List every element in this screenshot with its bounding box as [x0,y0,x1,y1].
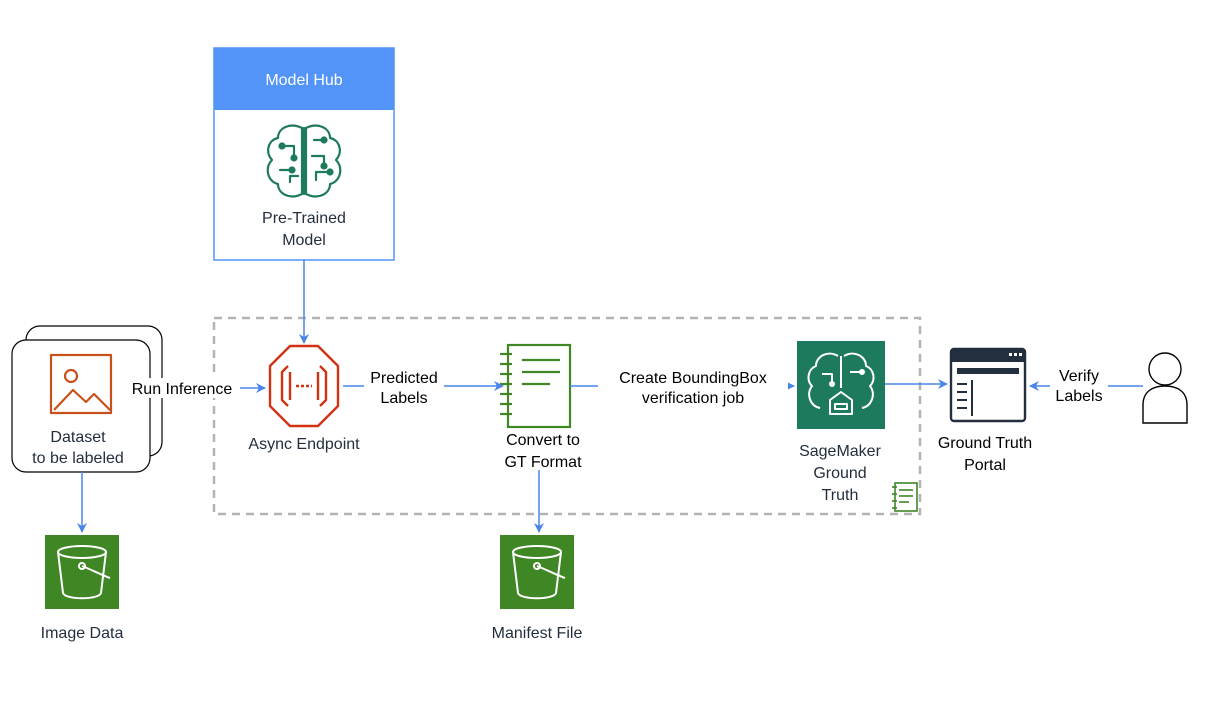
verify-labels-bg [1050,366,1108,406]
sagemaker-ground-truth-icon [807,352,875,415]
brain-circuit-icon [266,124,342,198]
dataset-card-front [11,339,151,473]
notebook-small-icon [892,482,918,512]
model-hub-title: Model Hub [265,72,342,89]
async-endpoint-label: Async Endpoint [248,436,360,453]
image-icon [49,353,113,415]
verify-labels-line2: Labels [1055,388,1102,405]
model-hub-header [214,48,394,110]
model-label-line2: Model [282,232,326,249]
notebook-icon [500,343,572,429]
image-data-bg [45,535,119,609]
manifest-bg [500,535,574,609]
dataset-stack: Dataset to be labeled [11,325,163,473]
predicted-labels-bg [364,368,444,408]
run-inference-label: Run Inference [132,381,233,398]
create-job-line2: verification job [642,390,744,407]
async-endpoint-icon [268,344,340,428]
convert-node: Convert to GT Format [500,343,582,471]
run-inference-label-bg [124,378,240,398]
predicted-labels-line2: Labels [380,390,427,407]
portal-label-line1: Ground Truth [938,435,1032,452]
manifest-label: Manifest File [492,625,583,642]
model-hub-group: Model Hub Pre-Trained Model [213,47,395,261]
model-label-line1: Pre-Trained [262,210,346,227]
predicted-labels-line1: Predicted [370,370,438,387]
verify-labels-line1: Verify [1059,368,1099,385]
create-job-line1: Create BoundingBox [619,370,767,387]
portal-label-line2: Portal [964,457,1006,474]
image-data-label: Image Data [41,625,124,642]
user-icon [1142,352,1188,424]
create-job-bg [598,368,788,408]
convert-label-line1: Convert to [506,432,580,449]
sagemaker-node: SageMaker Ground Truth [797,341,885,504]
s3-bucket-icon [512,545,566,600]
sagemaker-label-line2: Ground [813,465,866,482]
manifest-node: Manifest File [492,535,583,642]
browser-window-icon [949,347,1027,423]
portal-node: Ground Truth Portal [938,347,1032,474]
image-data-node: Image Data [41,535,124,642]
dataset-label-line1: Dataset [50,429,106,446]
sagemaker-label-line1: SageMaker [799,443,881,460]
async-endpoint-node: Async Endpoint [248,344,360,453]
s3-bucket-icon [57,545,111,600]
pipeline-group-border [212,316,922,516]
dataset-label-line2: to be labeled [32,450,124,467]
convert-label-line2: GT Format [504,454,582,471]
sagemaker-label-line3: Truth [822,487,859,504]
